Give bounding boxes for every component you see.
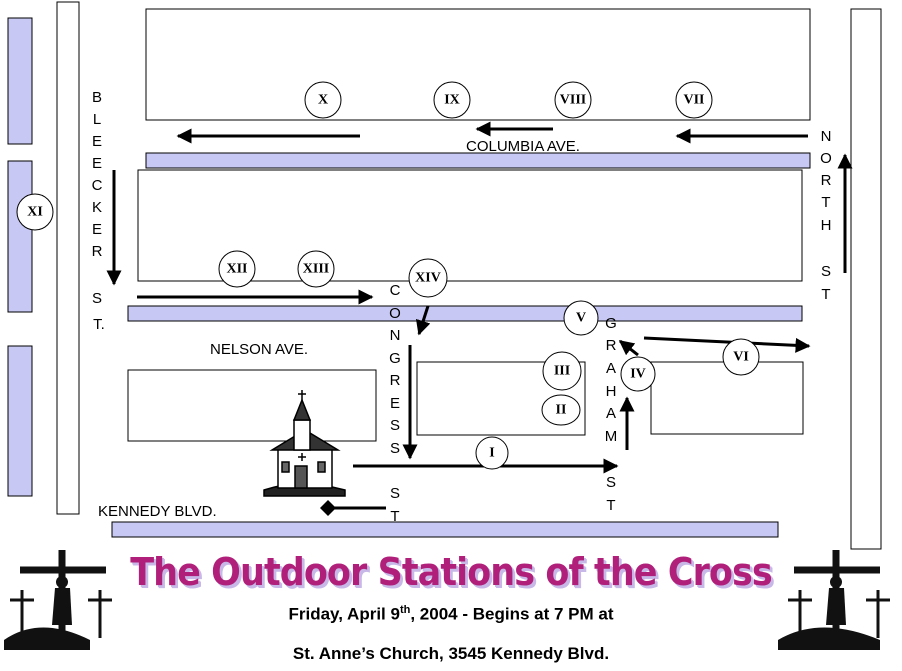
svg-text:C: C [92, 177, 103, 194]
svg-text:C: C [390, 282, 401, 299]
north-sidewalk [850, 8, 882, 550]
left-block-3 [7, 345, 33, 497]
bleecker-st-label: B L E E C K E R S T. [92, 89, 105, 333]
svg-text:S: S [390, 440, 400, 457]
svg-text:XIII: XIII [303, 262, 329, 277]
block-lower-left [127, 369, 377, 442]
station-x: X [304, 81, 342, 119]
svg-text:R: R [92, 243, 103, 260]
svg-text:S: S [390, 417, 400, 434]
svg-text:VII: VII [683, 93, 704, 108]
svg-text:R: R [390, 372, 401, 389]
station-xii: XII [218, 250, 256, 288]
svg-text:V: V [576, 311, 586, 326]
svg-text:IX: IX [444, 93, 460, 108]
svg-text:E: E [92, 133, 102, 150]
svg-text:E: E [92, 221, 102, 238]
svg-text:T: T [821, 286, 830, 303]
svg-text:IV: IV [630, 367, 646, 382]
svg-text:III: III [554, 364, 570, 379]
station-vii: VII [675, 81, 713, 119]
station-xi: XI [16, 193, 54, 231]
svg-text:H: H [821, 217, 832, 234]
svg-text:N: N [821, 128, 832, 145]
svg-text:G: G [605, 315, 617, 332]
columbia-ave-label: COLUMBIA AVE. [466, 138, 580, 155]
station-xiv: XIV [408, 258, 448, 298]
north-st-label: N O R T H S T [820, 128, 832, 303]
kennedy-blvd-road [111, 521, 779, 538]
church-icon [263, 390, 346, 497]
nelson-ave-road [127, 305, 803, 322]
svg-text:H: H [606, 383, 617, 400]
svg-text:T.: T. [93, 316, 105, 333]
station-vi: VI [722, 338, 760, 376]
svg-text:O: O [389, 305, 401, 322]
columbia-ave-road [145, 152, 811, 169]
svg-text:I: I [489, 446, 494, 461]
page-title: The Outdoor Stations of the Cross [130, 550, 772, 594]
svg-text:VI: VI [733, 350, 749, 365]
svg-text:S: S [821, 263, 831, 280]
svg-text:S: S [92, 290, 102, 307]
svg-text:G: G [389, 350, 401, 367]
svg-text:T: T [390, 508, 399, 525]
arrow-nelson-east [643, 336, 811, 353]
arrow-to-iv [618, 339, 639, 357]
station-iv: IV [620, 356, 656, 392]
station-i: I [475, 436, 509, 470]
svg-text:M: M [605, 428, 618, 445]
svg-text:K: K [92, 199, 102, 216]
route-arrows [106, 121, 853, 510]
svg-text:T: T [606, 497, 615, 514]
svg-text:XIV: XIV [415, 271, 441, 286]
station-ix: IX [433, 81, 471, 119]
bleecker-sidewalk [56, 1, 80, 515]
svg-text:E: E [390, 395, 400, 412]
svg-text:T: T [821, 194, 830, 211]
svg-text:S: S [390, 485, 400, 502]
crucifixion-left-icon [4, 550, 112, 650]
station-v: V [563, 300, 599, 336]
station-iii: III [542, 351, 582, 391]
station-viii: VIII [554, 81, 592, 119]
nelson-ave-label: NELSON AVE. [210, 341, 308, 358]
svg-text:S: S [606, 474, 616, 491]
svg-text:XI: XI [27, 205, 43, 220]
svg-text:A: A [606, 405, 616, 422]
svg-text:L: L [93, 111, 101, 128]
svg-text:N: N [390, 327, 401, 344]
left-block-1 [7, 17, 33, 145]
svg-text:O: O [820, 150, 832, 167]
svg-text:E: E [92, 155, 102, 172]
left-block-2 [7, 160, 33, 313]
svg-text:R: R [821, 172, 832, 189]
congress-st-label: C O N G R E S S S T [389, 282, 401, 525]
church-entrance-diamond [320, 500, 336, 516]
graham-st-label: G R A H A M S T [605, 315, 618, 514]
event-date-line: Friday, April 9th, 2004 - Begins at 7 PM… [288, 604, 614, 624]
station-xiii: XIII [297, 250, 335, 288]
kennedy-blvd-label: KENNEDY BLVD. [98, 503, 217, 520]
crucifixion-right-icon [778, 550, 890, 650]
svg-text:XII: XII [226, 262, 247, 277]
arrow-to-congress [415, 305, 431, 336]
station-ii: II [541, 394, 581, 426]
svg-text:VIII: VIII [560, 93, 586, 108]
svg-text:II: II [556, 403, 567, 418]
svg-text:R: R [606, 337, 617, 354]
block-lower-right [650, 361, 804, 435]
svg-text:B: B [92, 89, 102, 106]
svg-text:A: A [606, 360, 616, 377]
svg-text:X: X [318, 93, 328, 108]
event-location-line: St. Anne’s Church, 3545 Kennedy Blvd. [292, 644, 610, 663]
